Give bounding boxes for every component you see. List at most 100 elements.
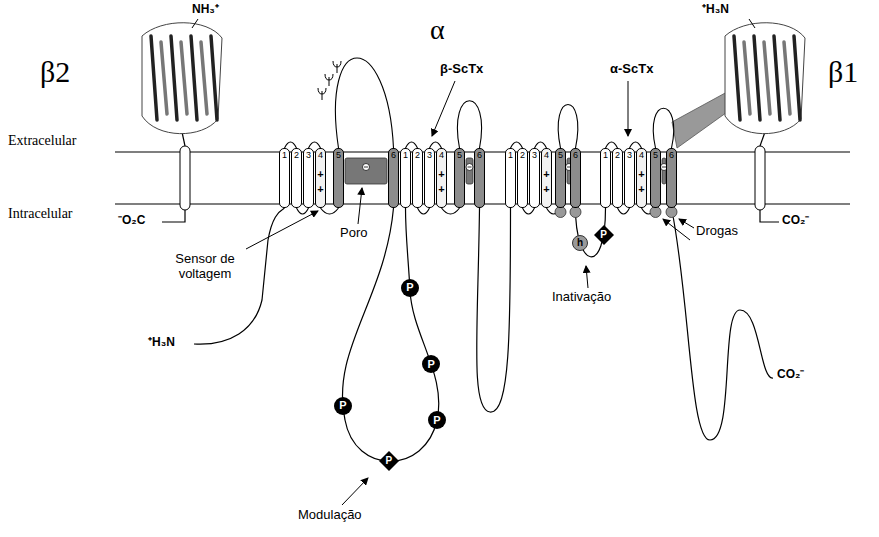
phospho-circle: P [422,355,440,373]
ig-beta-strand [151,36,157,120]
ig-beta-strand [784,42,790,114]
callout-label: Poro [340,226,367,241]
leader-arrow [586,266,588,288]
diamond-fill [594,225,614,245]
callout-label: Sensor de voltagem [161,252,249,282]
ig-beta-strand [734,36,740,120]
phospho-mark: P [339,400,346,411]
gate-mark: h [577,238,583,248]
binding-site [555,207,566,218]
ig-beta-strand [744,42,750,114]
callout-label: Drogas [696,224,738,239]
pore-loop [558,105,578,149]
terminus-label: NH₃⁺ [192,3,219,17]
segment-number: 2 [520,151,525,160]
inactivation-gate: h [572,235,588,251]
selectivity-charge-sign [468,167,472,168]
ig-beta-strand [754,36,760,120]
tm-segment: 5 [650,148,661,208]
charge-sign: + [543,168,549,181]
phospho-diamond: P [594,225,614,245]
leader-arrow [342,478,368,505]
intracellular-linker [418,208,430,214]
polypeptide-chain [477,208,511,412]
segment-number: 4 [439,151,444,160]
leader-arrow [628,81,629,136]
ig-beta-strand [764,42,770,114]
segment-number: 5 [457,151,462,160]
segment-number: 3 [532,151,537,160]
terminus-label: CO₂⁻ [782,214,809,228]
phospho-mark: P [433,415,440,426]
terminus-label: CO₂⁻ [777,368,804,382]
segment-number: 6 [573,151,578,160]
n-terminus-line [192,19,198,28]
charge-sign: + [543,183,549,196]
leader-arrow [679,219,694,228]
leader-arrow [358,188,362,224]
pore-region [466,158,473,184]
selectivity-charge-sign [364,167,368,168]
terminus-label: ⁺H₃N [148,336,175,350]
tm-segment: 1 [600,148,611,208]
segment-number: 2 [294,151,299,160]
tm-segment: 5 [555,148,566,208]
tm-segment: 2 [412,148,423,208]
selectivity-charge [363,164,370,171]
callout-label: Inativação [552,290,611,305]
toxin-site-label: β-ScTx [440,62,483,77]
tm-segment: 3 [303,148,314,208]
phospho-circle: P [428,411,446,429]
tm-segment: 2 [291,148,302,208]
region-label: Intracelular [8,206,73,222]
segment-number: 4 [639,151,644,160]
phospho-mark: P [428,359,435,370]
subunit-name: β1 [828,55,858,90]
segment-number: 1 [403,151,408,160]
tm-segment: 6 [666,148,677,208]
charge-sign: + [438,183,444,196]
segment-number: 1 [603,151,608,160]
segment-number: 2 [415,151,420,160]
subunit-name: α [430,14,445,46]
n-terminus-line [749,19,755,28]
selectivity-charge [466,164,473,171]
beta2-c-tail [162,210,185,222]
segment-number: 3 [427,151,432,160]
segment-number: 3 [627,151,632,160]
tm-segment: 1 [505,148,516,208]
charge-sign: + [638,183,644,196]
tm-segment: 3 [424,148,435,208]
charge-sign: + [317,183,323,196]
charge-sign: + [317,168,323,181]
segment-number: 1 [282,151,287,160]
segment-number: 6 [669,151,674,160]
pore-loop [335,58,393,148]
terminus-label: ⁺H₃N [702,3,729,17]
tm-segment: 1 [400,148,411,208]
pore-region [345,158,387,184]
intracellular-linker [442,208,460,214]
beta-tm-helix [755,146,765,210]
binding-site [570,207,581,218]
tm-segment: 2 [612,148,623,208]
phospho-mark: P [406,282,413,293]
segment-number: 2 [615,151,620,160]
ig-beta-strand [201,42,207,114]
pore-loop [457,101,481,148]
beta1-c-tail [760,210,779,222]
binding-site [650,207,661,218]
ig-beta-strand [191,36,197,120]
binding-site [666,207,677,218]
beta-tm-helix [180,146,190,210]
segment-number: 3 [306,151,311,160]
intracellular-linker [523,208,535,214]
ig-domain-outline [142,23,222,134]
segment-number: 4 [544,151,549,160]
phospho-mark: P [600,230,607,240]
segment-number: 5 [336,151,341,160]
segment-number: 6 [477,151,482,160]
tm-segment: 6 [570,148,581,208]
